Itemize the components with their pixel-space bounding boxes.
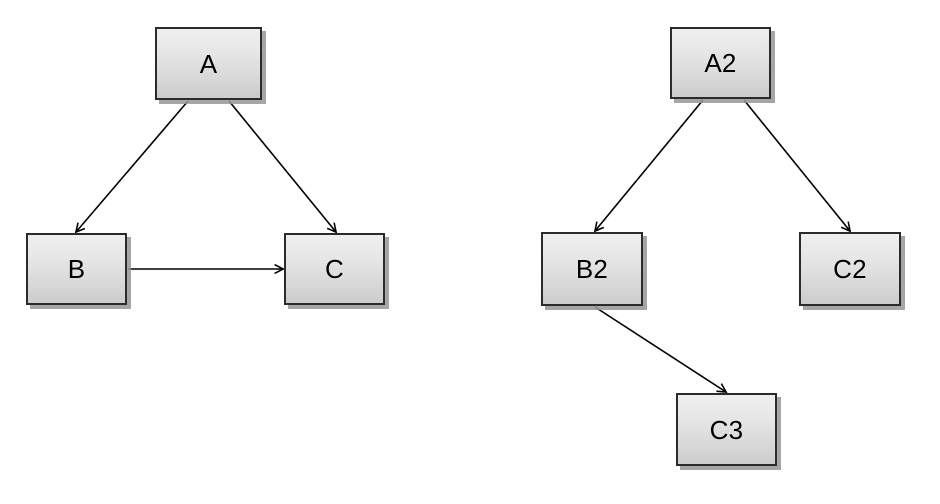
node-label-b2: B2 [575, 254, 609, 284]
node-label-a: A [199, 48, 218, 79]
edge-a-to-c[interactable] [228, 100, 336, 232]
node-label-b: B [67, 254, 86, 284]
node-label-c: C [325, 254, 344, 284]
node-b[interactable]: B [26, 233, 127, 305]
node-c3[interactable]: C3 [676, 393, 777, 466]
edges-group [76, 99, 850, 392]
edge-a2-to-c2[interactable] [743, 99, 850, 231]
edge-b2-to-c3[interactable] [594, 306, 726, 392]
node-b2[interactable]: B2 [541, 232, 643, 306]
node-a2[interactable]: A2 [670, 27, 771, 99]
node-label-a2: A2 [704, 48, 737, 78]
edge-a2-to-b2[interactable] [595, 99, 704, 231]
node-c[interactable]: C [284, 233, 385, 305]
node-label-c3: C3 [709, 414, 744, 445]
node-a[interactable]: A [155, 27, 262, 100]
node-label-c2: C2 [833, 254, 867, 284]
node-c2[interactable]: C2 [799, 232, 901, 306]
edge-a-to-b[interactable] [76, 100, 189, 232]
